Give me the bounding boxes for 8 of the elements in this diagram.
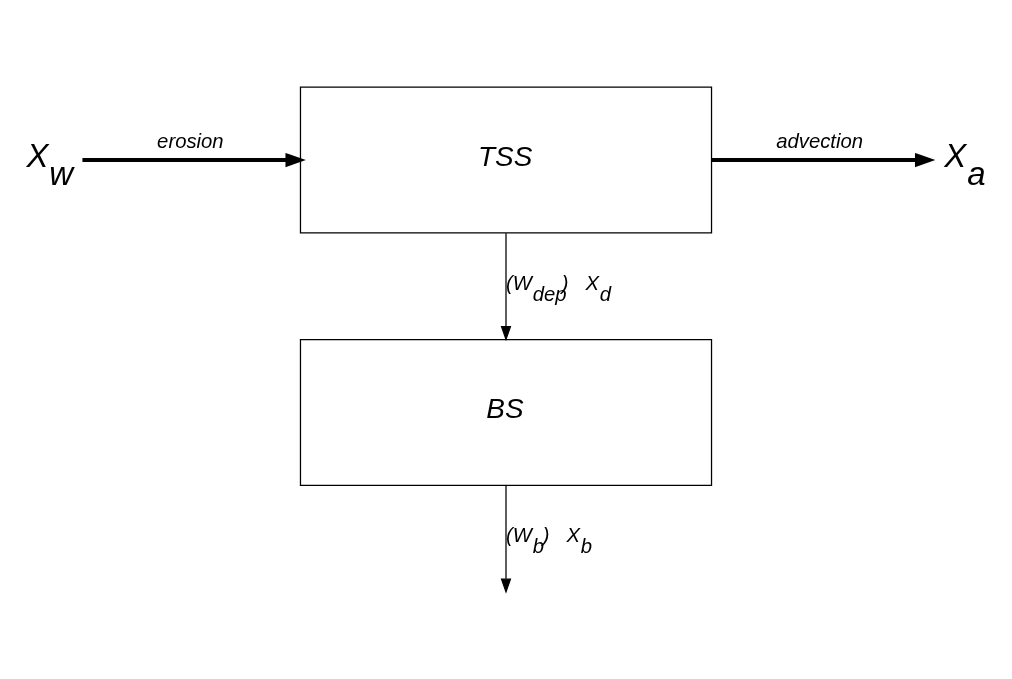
arrow [82, 152, 306, 167]
node-box: TSS [299, 85, 713, 234]
arrow [500, 232, 512, 341]
edge-label: advection [776, 129, 864, 152]
arrow [711, 152, 936, 167]
arrow [500, 484, 512, 594]
edge-label: erosion [157, 129, 224, 152]
node-box: BS [299, 338, 713, 486]
